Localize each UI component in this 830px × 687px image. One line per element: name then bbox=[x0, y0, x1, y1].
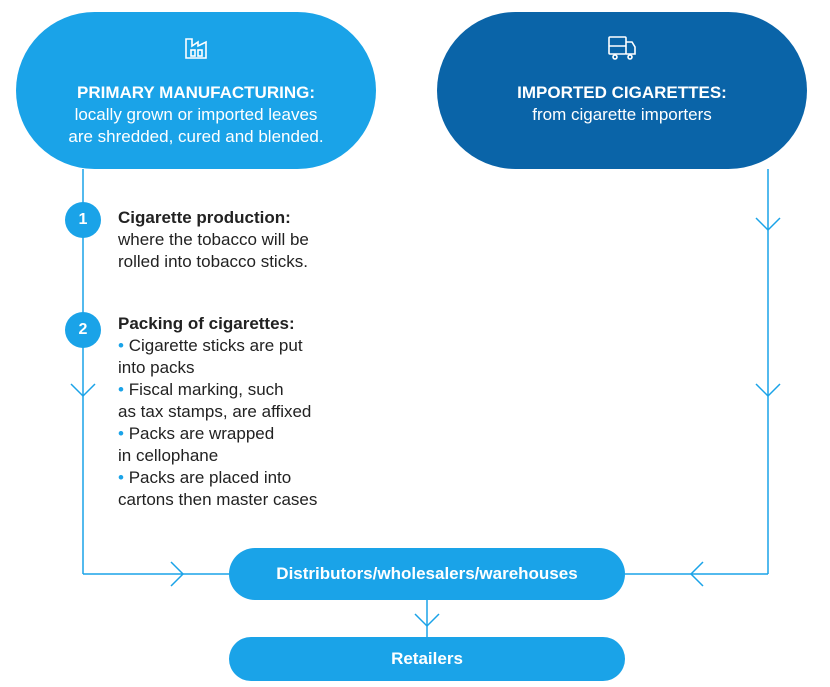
step-2-title: Packing of cigarettes: bbox=[118, 314, 295, 333]
primary-manufacturing-box: PRIMARY MANUFACTURING: locally grown or … bbox=[16, 12, 376, 169]
step-2-bullet-3: • Packs are wrapped in cellophane bbox=[118, 424, 275, 465]
imported-description: from cigarette importers bbox=[532, 105, 712, 124]
primary-description: locally grown or imported leaves are shr… bbox=[68, 105, 324, 146]
step-1-body: where the tobacco will be rolled into to… bbox=[118, 230, 309, 271]
primary-title: PRIMARY MANUFACTURING: bbox=[77, 83, 315, 102]
factory-icon bbox=[183, 34, 209, 65]
step-1-badge: 1 bbox=[65, 202, 101, 238]
left-chevron-icon-2 bbox=[689, 561, 704, 587]
down-chevron-icon-3 bbox=[414, 613, 440, 628]
down-chevron-icon-2 bbox=[755, 383, 781, 398]
step-1: Cigarette production: where the tobacco … bbox=[118, 207, 309, 273]
truck-icon bbox=[607, 34, 637, 67]
step-2-bullet-4: • Packs are placed into cartons then mas… bbox=[118, 468, 318, 509]
step-2-bullet-1: • Cigarette sticks are put into packs bbox=[118, 336, 303, 377]
step-2-bullet-2: • Fiscal marking, such as tax stamps, ar… bbox=[118, 380, 312, 421]
left-chevron-icon bbox=[70, 383, 96, 398]
distributors-box: Distributors/wholesalers/warehouses bbox=[229, 548, 625, 600]
imported-cigarettes-box: IMPORTED CIGARETTES: from cigarette impo… bbox=[437, 12, 807, 169]
step-1-title: Cigarette production: bbox=[118, 208, 291, 227]
step-2: Packing of cigarettes: • Cigarette stick… bbox=[118, 313, 317, 511]
imported-title: IMPORTED CIGARETTES: bbox=[517, 83, 727, 102]
retailers-box: Retailers bbox=[229, 637, 625, 681]
step-2-badge: 2 bbox=[65, 312, 101, 348]
right-chevron-icon bbox=[170, 561, 185, 587]
down-chevron-icon-1 bbox=[755, 217, 781, 232]
